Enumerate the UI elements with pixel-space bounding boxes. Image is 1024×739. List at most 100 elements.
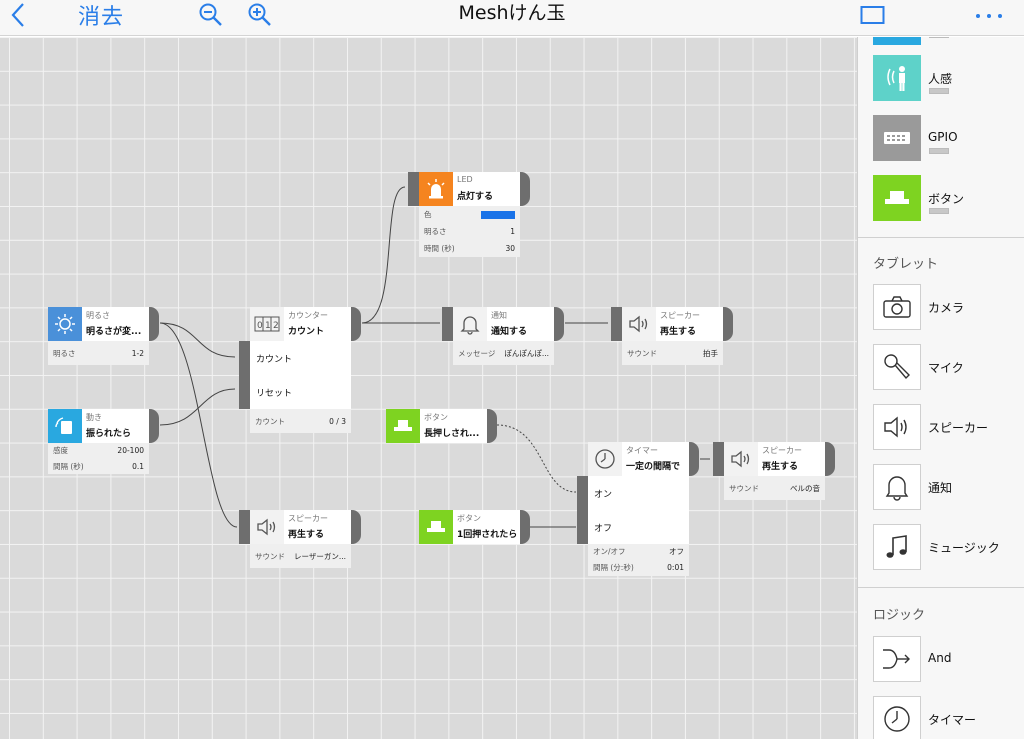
block-name: 一定の間隔で [626, 462, 681, 472]
panel-icon [860, 6, 885, 24]
param-label: 時間 (秒) [424, 244, 455, 253]
speaker-block[interactable]: スピーカー 再生する サウンド拍手 [611, 307, 733, 365]
button-block[interactable]: ボタン 長押しされ... [386, 409, 497, 443]
block-palette[interactable]: 人感 GPIO ボタン タブレット カメラ マイク スピーカー [857, 37, 1024, 739]
output-connector[interactable] [689, 442, 699, 476]
palette-item-speaker[interactable]: スピーカー [873, 404, 1023, 452]
speaker-block[interactable]: スピーカー 再生する サウンドベルの音 [713, 442, 835, 500]
param-label: 間隔 (秒) [53, 461, 84, 471]
input-port-count[interactable] [239, 341, 250, 375]
sun-icon [48, 307, 82, 341]
motion-icon [48, 409, 82, 443]
palette-item-gpio[interactable]: GPIO [873, 115, 1023, 163]
port-label: オフ [594, 524, 613, 534]
palette-label: GPIO [928, 130, 958, 144]
block-category: 明るさ [86, 311, 110, 320]
block-params[interactable]: サウンドベルの音 [724, 476, 825, 500]
palette-item-human-sensor[interactable]: 人感 [873, 55, 1023, 103]
output-connector[interactable] [149, 409, 159, 443]
layout-button[interactable] [860, 0, 888, 30]
palette-item-notification[interactable]: 通知 [873, 464, 1023, 512]
block-params[interactable]: オン/オフオフ 間隔 (分:秒)0:01 [588, 544, 689, 576]
palette-item-camera[interactable]: カメラ [873, 284, 1023, 332]
output-connector[interactable] [487, 409, 497, 443]
param-label: 明るさ [53, 348, 76, 358]
input-connector[interactable] [442, 307, 453, 341]
param-value: 30 [505, 244, 515, 253]
output-connector[interactable] [351, 307, 361, 341]
zoom-out-button[interactable] [198, 0, 224, 30]
input-port-on[interactable] [577, 476, 588, 510]
speaker-icon [724, 442, 758, 476]
output-connector[interactable] [554, 307, 564, 341]
block-category: スピーカー [288, 514, 328, 523]
input-port-off[interactable] [577, 510, 588, 544]
speaker-block[interactable]: スピーカー 再生する サウンドレーザーガン... [239, 510, 361, 568]
block-category: ボタン [457, 514, 481, 523]
output-connector[interactable] [825, 442, 835, 476]
block-name: 点灯する [457, 192, 494, 202]
wire [496, 424, 577, 493]
palette-item-timer[interactable]: タイマー [873, 696, 1023, 739]
palette-item-microphone[interactable]: マイク [873, 344, 1023, 392]
zoom-in-button[interactable] [247, 0, 273, 30]
wire [159, 322, 238, 528]
battery-indicator [929, 148, 949, 154]
wire [361, 186, 406, 324]
notification-block[interactable]: 通知 通知する メッセージぽんぽんぽ... [442, 307, 564, 365]
block-params[interactable]: サウンド拍手 [622, 341, 723, 365]
input-connector[interactable] [408, 172, 419, 206]
palette-item-music[interactable]: ミュージック [873, 524, 1023, 572]
port-label: オン [594, 490, 613, 500]
input-connector[interactable] [239, 510, 250, 544]
block-params[interactable]: サウンドレーザーガン... [250, 544, 351, 568]
more-button[interactable] [973, 0, 1007, 30]
palette-label: 通知 [928, 481, 953, 495]
output-connector[interactable] [351, 510, 361, 544]
color-swatch[interactable] [481, 210, 515, 219]
more-icon [976, 14, 1002, 18]
input-connector[interactable] [611, 307, 622, 341]
palette-item-and[interactable]: And [873, 636, 1023, 684]
palette-item-partial[interactable] [873, 37, 1023, 47]
output-connector[interactable] [723, 307, 733, 341]
battery-indicator [929, 208, 949, 214]
battery-indicator [929, 88, 949, 94]
undo-button[interactable]: 消去 [78, 5, 125, 30]
timer-block[interactable]: タイマー 一定の間隔で オン オフ オン/オフオフ 間隔 (分:秒)0:01 [577, 442, 699, 576]
back-button[interactable] [8, 0, 38, 30]
bell-icon [873, 464, 921, 510]
param-label: サウンド [729, 483, 759, 493]
timer-icon [873, 696, 921, 739]
block-name: 1回押されたら [457, 530, 518, 540]
block-category: 通知 [491, 311, 507, 320]
input-connector[interactable] [713, 442, 724, 476]
button-block[interactable]: ボタン 1回押されたら [419, 510, 530, 544]
human-sensor-icon [873, 55, 921, 101]
param-label: 色 [424, 210, 432, 219]
camera-icon [873, 284, 921, 330]
input-port-reset[interactable] [239, 375, 250, 409]
block-name: 振られたら [86, 429, 132, 439]
param-label: カウント [255, 416, 285, 426]
palette-item-button[interactable]: ボタン [873, 175, 1023, 223]
speaker-icon [622, 307, 656, 341]
output-connector[interactable] [520, 510, 530, 544]
block-category: カウンター [288, 311, 328, 320]
output-connector[interactable] [520, 172, 530, 206]
param-value: 拍手 [703, 348, 718, 358]
block-params[interactable]: メッセージぽんぽんぽ... [453, 341, 554, 365]
param-value: 1 [510, 227, 515, 236]
output-connector[interactable] [149, 307, 159, 341]
palette-label: スピーカー [928, 421, 989, 435]
